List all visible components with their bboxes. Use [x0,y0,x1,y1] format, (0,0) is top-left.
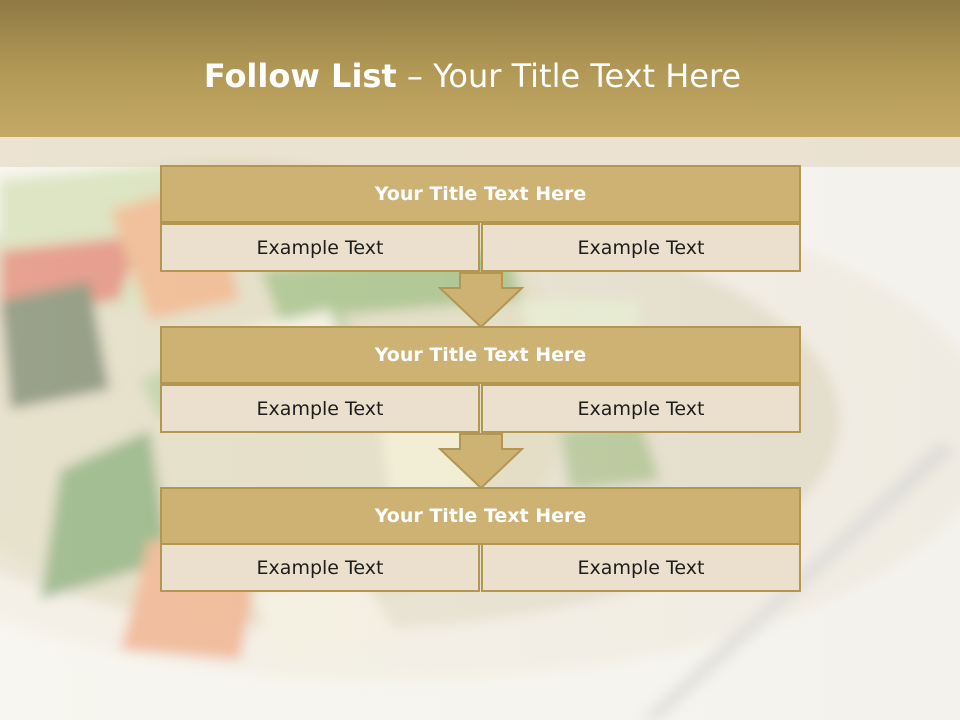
step-3-left-text: Example Text [160,543,480,592]
slide-title: Follow List – Your Title Text Here [0,56,945,96]
header-bar [0,0,960,137]
header-band [0,137,960,167]
step-1-right-text: Example Text [481,223,801,272]
slide-title-bold: Follow List [203,57,397,95]
step-3-title: Your Title Text Here [160,487,801,545]
step-1-title: Your Title Text Here [160,165,801,223]
step-2-title: Your Title Text Here [160,326,801,384]
down-arrow-1 [438,272,524,328]
step-2-left-text: Example Text [160,384,480,433]
step-1-left-text: Example Text [160,223,480,272]
step-3-right-text: Example Text [481,543,801,592]
slide-title-rest: – Your Title Text Here [396,57,742,95]
down-arrow-2 [438,433,524,489]
step-2-right-text: Example Text [481,384,801,433]
